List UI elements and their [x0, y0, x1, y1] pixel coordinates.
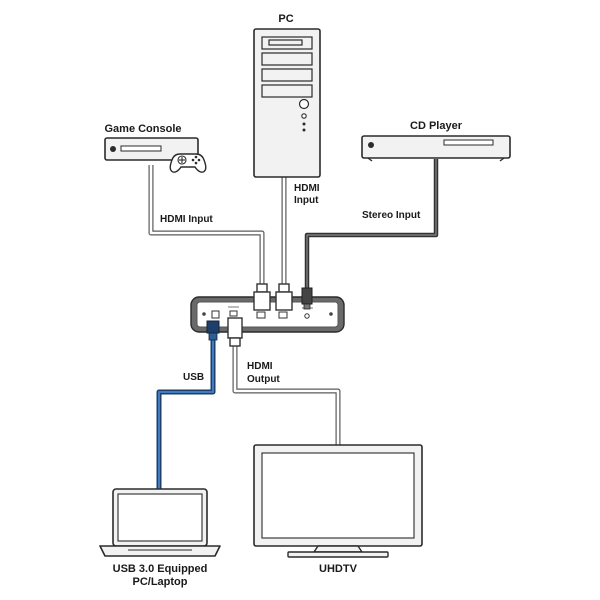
hdmi-input-console-label: HDMI Input — [160, 214, 213, 225]
hdmi-output-label-line1: HDMI — [247, 361, 273, 372]
pc-label: PC — [278, 13, 293, 25]
cable-stereo-input — [304, 159, 439, 300]
game-console — [104, 137, 207, 173]
cd-player-label: CD Player — [410, 120, 463, 132]
hdmi-plug-input-1 — [253, 283, 271, 311]
stereo-plug — [301, 287, 313, 310]
laptop — [99, 488, 221, 557]
uhdtv-label: UHDTV — [319, 563, 358, 575]
cable-usb — [156, 340, 216, 489]
gamepad-icon — [169, 153, 207, 173]
hdmi-output-label-line2: Output — [247, 374, 280, 385]
usb-label: USB — [183, 372, 204, 383]
hdmi-plug-output — [227, 317, 243, 347]
uhdtv — [253, 444, 423, 558]
cable-hdmi-input-console — [148, 165, 265, 290]
laptop-label-line2: PC/Laptop — [133, 576, 188, 588]
hdmi-input-pc-label-line2: Input — [294, 195, 319, 206]
laptop-label-line1: USB 3.0 Equipped — [113, 563, 208, 575]
pc-tower — [253, 28, 321, 178]
game-console-label: Game Console — [104, 123, 181, 135]
cable-hdmi-output — [232, 345, 341, 445]
cd-player — [361, 135, 511, 162]
usb-plug — [206, 320, 220, 341]
hdmi-plug-input-2 — [275, 283, 293, 311]
stereo-input-label: Stereo Input — [362, 210, 421, 221]
hdmi-input-pc-label-line1: HDMI — [294, 183, 320, 194]
